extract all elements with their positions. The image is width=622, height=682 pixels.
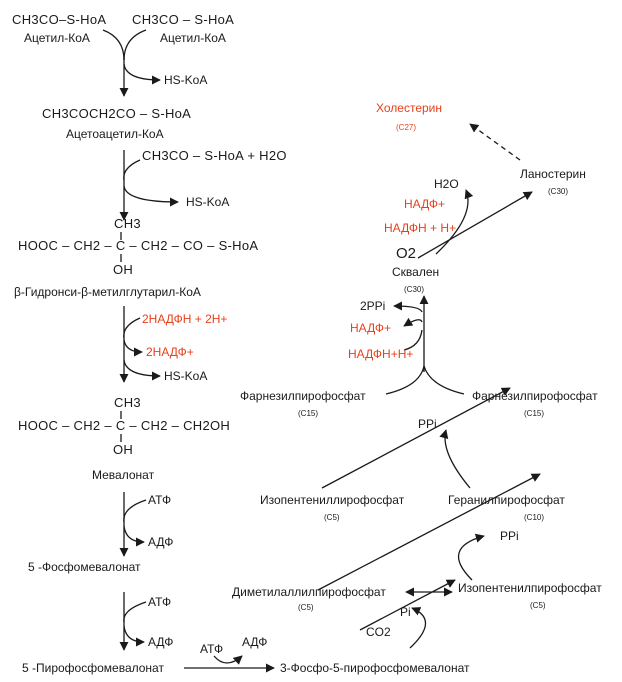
dashed-arrow-to-cholesterol — [469, 123, 521, 161]
hs-koa-label-1: HS-KoA — [164, 73, 207, 87]
arrow-to-farnesyl — [321, 387, 511, 489]
curve-atp-2-in — [123, 601, 147, 623]
ppi-a-label: PPi — [418, 417, 437, 431]
acetoacetyl-coa-name: Ацетоацетил-КоА — [66, 127, 164, 141]
atp-1-label: АТФ — [148, 493, 171, 507]
arrow-2ppi-out — [393, 301, 423, 313]
pi-label: Pi — [400, 605, 411, 619]
arrow-to-lanosterol — [417, 191, 533, 259]
mevalonate-oh: OH — [113, 442, 133, 457]
squalene-carbons: (C30) — [404, 285, 424, 294]
farnesyl-merge-left — [385, 365, 425, 395]
farnesyl-right-carbons: (C15) — [524, 409, 544, 418]
nadp-plus-label: НАДФ+ — [404, 197, 445, 211]
farnesyl-left-name: Фарнезилпирофосфат — [240, 389, 366, 403]
curve-acetyl-water-in — [123, 159, 141, 181]
curve-atp-1-in — [123, 499, 147, 523]
hmg-oh: OH — [113, 262, 133, 277]
farnesyl-left-carbons: (C15) — [298, 409, 318, 418]
arrow-co2-pi-curve — [409, 607, 427, 649]
merge-curve-right — [123, 29, 147, 61]
nadph-h-label: НАДФН + Н+ — [384, 221, 456, 235]
hmg-coa-name: β-Гидронси-β-метилглутарил-КоА — [14, 285, 201, 299]
ppi-b-label: PPi — [500, 529, 519, 543]
lanosterol-name: Ланостерин — [520, 167, 586, 181]
arrow-hs-koa-3 — [123, 359, 161, 381]
arrow-adp-2-out — [123, 625, 145, 647]
arrow-hs-koa-2 — [123, 185, 179, 207]
arrow-to-geranyl — [317, 473, 541, 591]
adp-1-label: АДФ — [148, 535, 173, 549]
farnesyl-right-name: Фарнезилпирофосфат — [472, 389, 598, 403]
atp-3-label: АТФ — [200, 642, 223, 656]
hs-koa-label-2: HS-KoA — [186, 195, 229, 209]
dmapp-name: Диметилаллилпирофосфат — [232, 585, 386, 599]
acetoacetyl-coa-formula: CH3COCH2CO – S-HoA — [42, 106, 191, 121]
adp-3-label: АДФ — [242, 635, 267, 649]
lanosterol-carbons: (C30) — [548, 187, 568, 196]
geranyl-carbons: (C10) — [524, 513, 544, 522]
ipp-1-name: Изопентениллирофосфат — [260, 493, 405, 507]
cholesterol-name: Холестерин — [376, 101, 442, 115]
acetyl-coa-right-name: Ацетил-КоА — [160, 31, 226, 45]
cholesterol-carbons: (C27) — [396, 123, 416, 132]
ipp-1-carbons: (C5) — [324, 513, 340, 522]
mevalonate-chain: HOOC – CH2 – C – CH2 – CH2OH — [18, 418, 230, 433]
2ppi-label: 2PPi — [360, 299, 385, 313]
phospho-pyrophospho-name: 3-Фосфо-5-пирофосфомевалонат — [280, 661, 470, 675]
adp-2-label: АДФ — [148, 635, 173, 649]
squalene-name: Сквален — [392, 265, 439, 279]
hmg-ch3: CH3 — [114, 216, 141, 231]
nadph-2-label: 2НАДФН + 2Н+ — [142, 312, 227, 326]
dmapp-carbons: (C5) — [298, 603, 314, 612]
acetyl-coa-right-formula: CH3CO – S-HoA — [132, 12, 234, 27]
nadph-h-2-label: НАДФН+Н+ — [348, 347, 413, 361]
arrow-ppi-a-curve — [439, 429, 471, 489]
phosphomevalonate-name: 5 -Фосфомевалонат — [28, 560, 141, 574]
nadp-plus-2-label: НАДФ+ — [350, 321, 391, 335]
acetyl-coa-left-formula: CH3CO–S-HoA — [12, 12, 106, 27]
atp-adp-curve-3 — [213, 655, 243, 665]
acetyl-plus-water: CH3CO – S-HoA + H2O — [142, 148, 287, 163]
o2-label: O2 — [396, 245, 416, 262]
ipp-2-name: Изопентенилпирофосфат — [458, 581, 602, 595]
merge-curve-left — [102, 29, 125, 61]
nadp-2-label: 2НАДФ+ — [146, 345, 194, 359]
arrow-adp-1-out — [123, 525, 145, 547]
hmg-chain: HOOC – CH2 – C – CH2 – CO – S-HoA — [18, 238, 258, 253]
arrow-oxidation-curve — [435, 189, 474, 255]
hs-koa-label-3: HS-KoA — [164, 369, 207, 383]
h2o-label: H2O — [434, 177, 459, 191]
co2-label: CO2 — [366, 625, 391, 639]
arrow-nadp-2-out — [403, 317, 423, 327]
arrow-hs-koa-1 — [123, 63, 161, 85]
curve-nadph-2-in — [403, 329, 423, 351]
curve-nadph-in — [123, 317, 141, 339]
atp-2-label: АТФ — [148, 595, 171, 609]
arrow-nadp-out — [123, 339, 143, 357]
farnesyl-merge-right — [423, 365, 465, 395]
mevalonate-ch3: CH3 — [114, 395, 141, 410]
pyrophosphomevalonate-name: 5 -Пирофосфомевалонат — [22, 661, 164, 675]
mevalonate-name: Мевалонат — [92, 468, 155, 482]
arrow-ppi-b-curve — [457, 533, 485, 581]
ipp-2-carbons: (C5) — [530, 601, 546, 610]
geranyl-name: Геранилпирофосфат — [448, 493, 565, 507]
acetyl-coa-left-name: Ацетил-КоА — [24, 31, 90, 45]
